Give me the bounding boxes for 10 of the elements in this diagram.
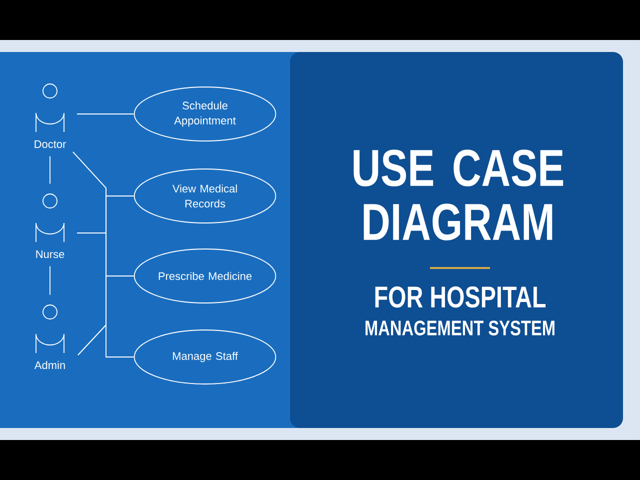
subtitle: MANAGEMENT SYSTEM <box>366 320 554 336</box>
node-label: Doctor <box>34 140 66 148</box>
subtitle: FOR HOSPITAL <box>375 286 546 308</box>
node-label: Admin <box>34 360 65 370</box>
title: USE CASE DIAGRAM <box>354 150 564 240</box>
connector-line <box>78 324 134 358</box>
actor-figure: Doctor <box>34 84 66 148</box>
actor-figure: Nurse <box>36 194 64 258</box>
actor-figure: Admin <box>34 304 65 370</box>
node-label: Nurse <box>36 250 64 258</box>
